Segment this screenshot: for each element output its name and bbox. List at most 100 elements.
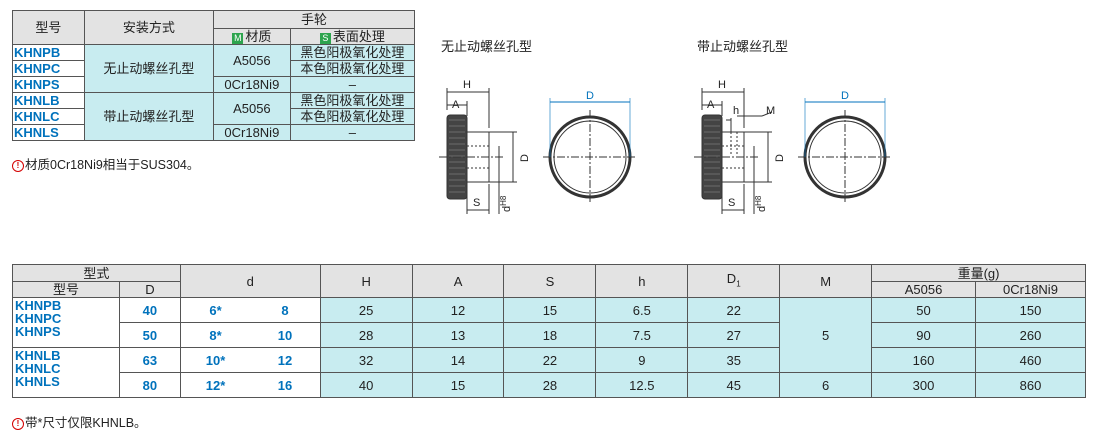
model-cell: KHNPC — [12, 60, 85, 77]
S-cell: 15 — [503, 297, 597, 323]
header-D: D — [118, 281, 181, 298]
A-cell: 14 — [411, 347, 505, 373]
h-cell: 12.5 — [595, 372, 689, 398]
info-icon: ! — [12, 160, 24, 172]
D1-cell: 35 — [687, 347, 781, 373]
right-knob-drawing: H A h M S D D dH8 — [694, 79, 892, 214]
header-model: 型号 — [12, 281, 120, 298]
model-group-cell: KHNLB KHNLC KHNLS — [12, 347, 120, 398]
label-h: h — [733, 105, 739, 117]
weight-0cr18ni9-cell: 460 — [974, 347, 1087, 373]
header-weight-0cr18ni9: 0Cr18Ni9 — [974, 281, 1087, 298]
model-cell: KHNLS — [12, 124, 85, 141]
M-cell: 6 — [779, 372, 873, 398]
weight-0cr18ni9-cell: 150 — [974, 297, 1087, 323]
weight-0cr18ni9-cell: 860 — [974, 372, 1087, 398]
D1-cell: 27 — [687, 322, 781, 348]
h-cell: 7.5 — [595, 322, 689, 348]
weight-a5056-cell: 160 — [871, 347, 976, 373]
d-cell: 50 — [118, 322, 181, 348]
header-D1: D1 — [687, 264, 781, 298]
left-diagram-caption: 无止动螺丝孔型 — [441, 39, 533, 54]
model-cell: KHNLB — [12, 92, 85, 109]
surface-cell: – — [289, 76, 416, 93]
d-cell: 63 — [118, 347, 181, 373]
surface-cell: 黑色阳极氧化处理 — [289, 92, 416, 109]
H-cell: 28 — [319, 322, 413, 348]
material-cell: A5056 — [212, 44, 291, 77]
header-A: A — [411, 264, 505, 298]
material-cell: A5056 — [212, 92, 291, 125]
d2-cell: 12 — [250, 347, 321, 373]
label-A: A — [452, 99, 460, 111]
dimension-note: !带*尺寸仅限KHNLB。 — [12, 412, 147, 431]
surface-cell: 本色阳极氧化处理 — [289, 108, 416, 125]
surface-tag-icon: S — [319, 33, 331, 44]
model-cell: KHNPB — [12, 44, 85, 61]
surface-cell: 本色阳极氧化处理 — [289, 60, 416, 77]
header-weight: 重量(g) — [871, 264, 1086, 282]
A-cell: 12 — [411, 297, 505, 323]
d2-cell: 8 — [250, 297, 321, 323]
d2-cell: 16 — [250, 372, 321, 398]
d1-cell: 12* — [179, 372, 251, 398]
d1-cell: 8* — [179, 322, 251, 348]
header-install: 安装方式 — [83, 10, 214, 45]
S-cell: 22 — [503, 347, 597, 373]
header-d: d — [179, 264, 321, 298]
d-cell: 40 — [118, 297, 181, 323]
label-D: D — [586, 90, 594, 102]
surface-cell: 黑色阳极氧化处理 — [289, 44, 416, 61]
H-cell: 40 — [319, 372, 413, 398]
header-S: S — [503, 264, 597, 298]
label-S: S — [473, 197, 480, 209]
material-tag-icon: M — [232, 33, 244, 44]
model-group-cell: KHNPB KHNPC KHNPS — [12, 297, 120, 348]
dimension-table: 型式 d H A S h D1 M 重量(g) 型号 D A5056 0Cr18… — [12, 264, 1087, 398]
model-cell: KHNPS — [12, 76, 85, 93]
label-S: S — [728, 197, 735, 209]
model-name: KHNLC — [15, 361, 61, 376]
label-A: A — [707, 99, 715, 111]
h-cell: 9 — [595, 347, 689, 373]
label-M: M — [766, 105, 775, 117]
material-note: !材质0Cr18Ni9相当于SUS304。 — [12, 154, 199, 173]
D1-cell: 45 — [687, 372, 781, 398]
label-H: H — [463, 79, 471, 91]
material-cell: 0Cr18Ni9 — [212, 124, 291, 141]
d2-cell: 10 — [250, 322, 321, 348]
install-cell: 带止动螺丝孔型 — [83, 92, 214, 141]
right-diagram-caption: 带止动螺丝孔型 — [697, 39, 789, 54]
d1-cell: 6* — [179, 297, 251, 323]
weight-0cr18ni9-cell: 260 — [974, 322, 1087, 348]
weight-a5056-cell: 50 — [871, 297, 976, 323]
header-type: 型式 — [12, 264, 181, 282]
model-name: KHNPS — [15, 324, 61, 339]
label-d: dH8 — [499, 195, 513, 212]
weight-a5056-cell: 90 — [871, 322, 976, 348]
weight-a5056-cell: 300 — [871, 372, 976, 398]
S-cell: 18 — [503, 322, 597, 348]
A-cell: 13 — [411, 322, 505, 348]
model-cell: KHNLC — [12, 108, 85, 125]
S-cell: 28 — [503, 372, 597, 398]
label-D1: D — [519, 154, 531, 162]
d1-cell: 10* — [179, 347, 251, 373]
material-cell: 0Cr18Ni9 — [212, 76, 291, 93]
header-M: M — [779, 264, 873, 298]
header-model: 型号 — [12, 10, 85, 45]
header-H: H — [319, 264, 413, 298]
d-cell: 80 — [118, 372, 181, 398]
label-H: H — [718, 79, 726, 91]
header-h: h — [595, 264, 689, 298]
left-knob-drawing: H A S D D dH8 — [439, 79, 637, 214]
h-cell: 6.5 — [595, 297, 689, 323]
model-name: KHNPC — [15, 311, 62, 326]
label-D: D — [841, 90, 849, 102]
label-d: dH8 — [754, 195, 768, 212]
install-cell: 无止动螺丝孔型 — [83, 44, 214, 93]
model-name: KHNPB — [15, 298, 62, 313]
